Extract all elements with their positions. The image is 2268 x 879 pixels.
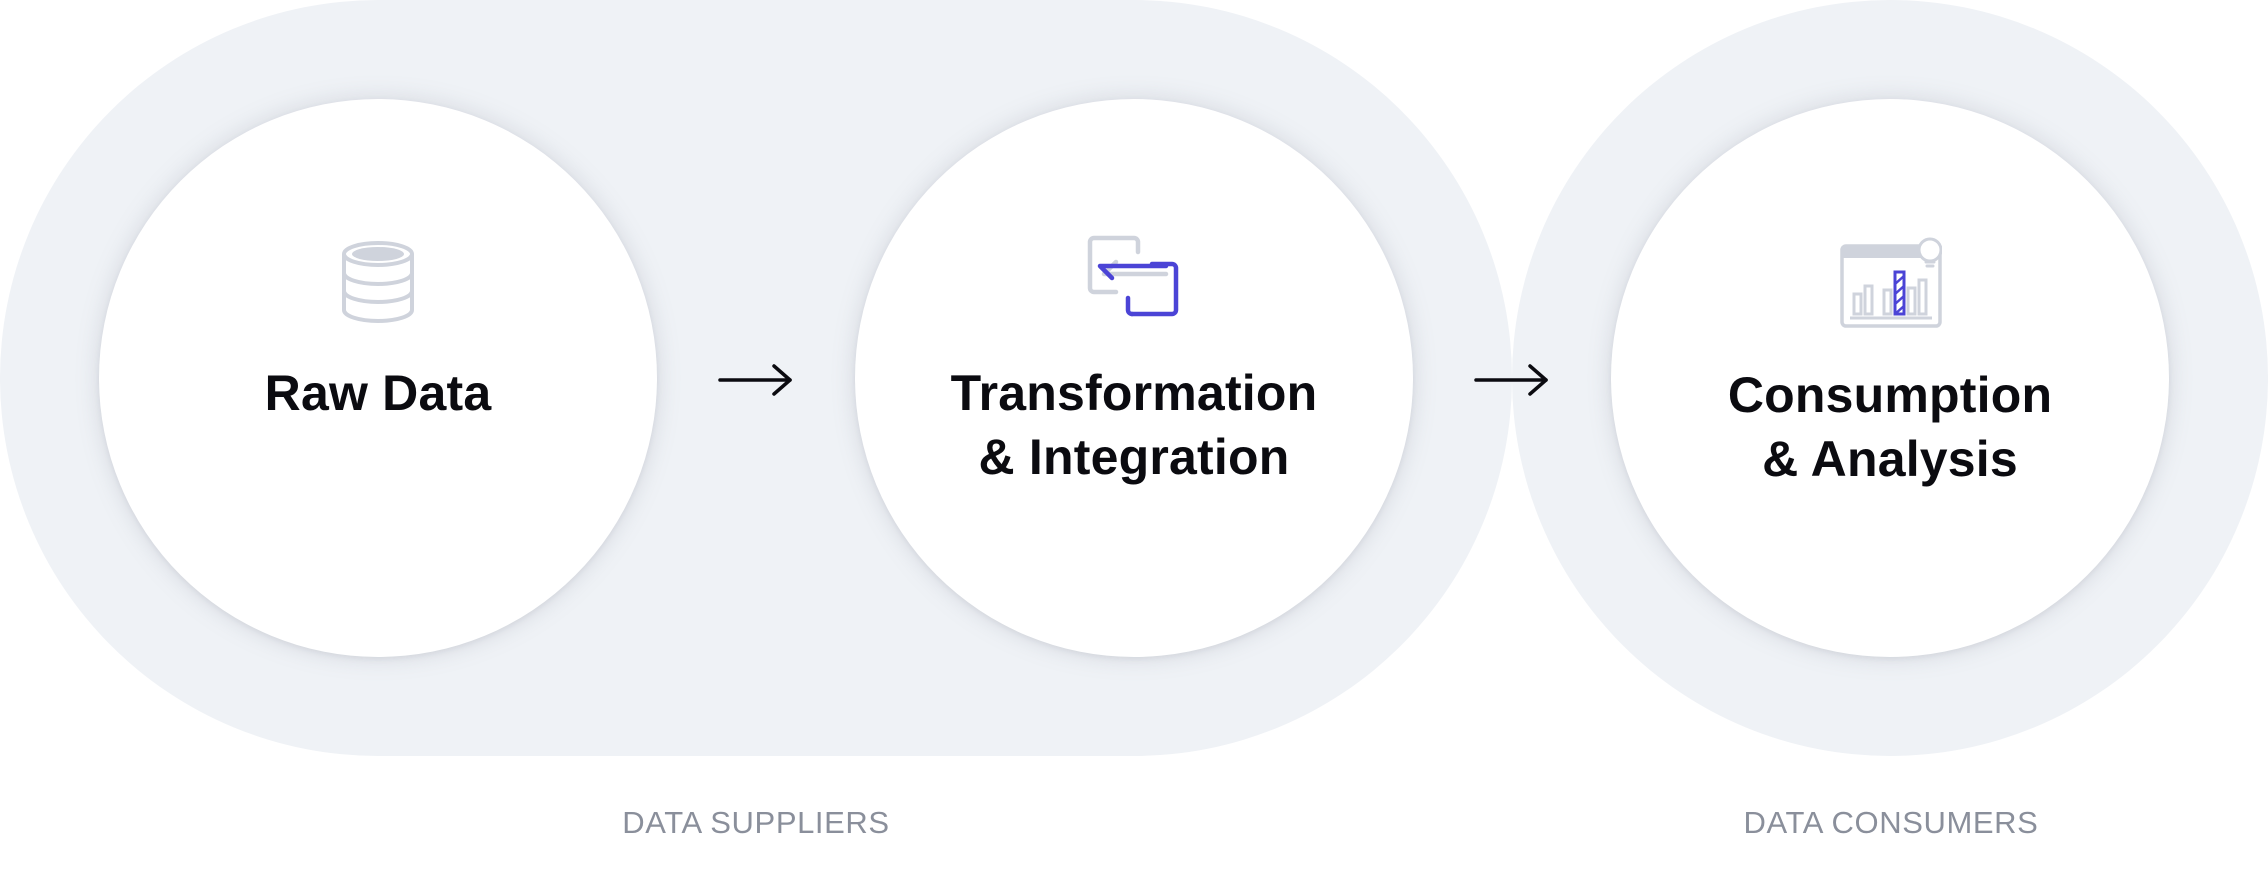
raw-data-title: Raw Data: [264, 365, 492, 421]
data-suppliers-label: DATA SUPPLIERS: [622, 805, 890, 840]
analytics-dashboard-icon: [1840, 237, 1942, 328]
transformation-node: Transformation & Integration: [855, 99, 1413, 657]
database-icon: [342, 241, 414, 323]
transformation-title: Transformation & Integration: [950, 365, 1318, 485]
right-arrow-icon: [1474, 364, 1548, 396]
transform-arrows-icon: [1087, 235, 1179, 317]
data-consumers-label: DATA CONSUMERS: [1743, 805, 2039, 840]
consumption-title: Consumption & Analysis: [1727, 367, 2053, 487]
raw-data-node: Raw Data: [99, 99, 657, 657]
right-arrow-icon: [718, 364, 792, 396]
consumption-node: Consumption & Analysis: [1611, 99, 2169, 657]
